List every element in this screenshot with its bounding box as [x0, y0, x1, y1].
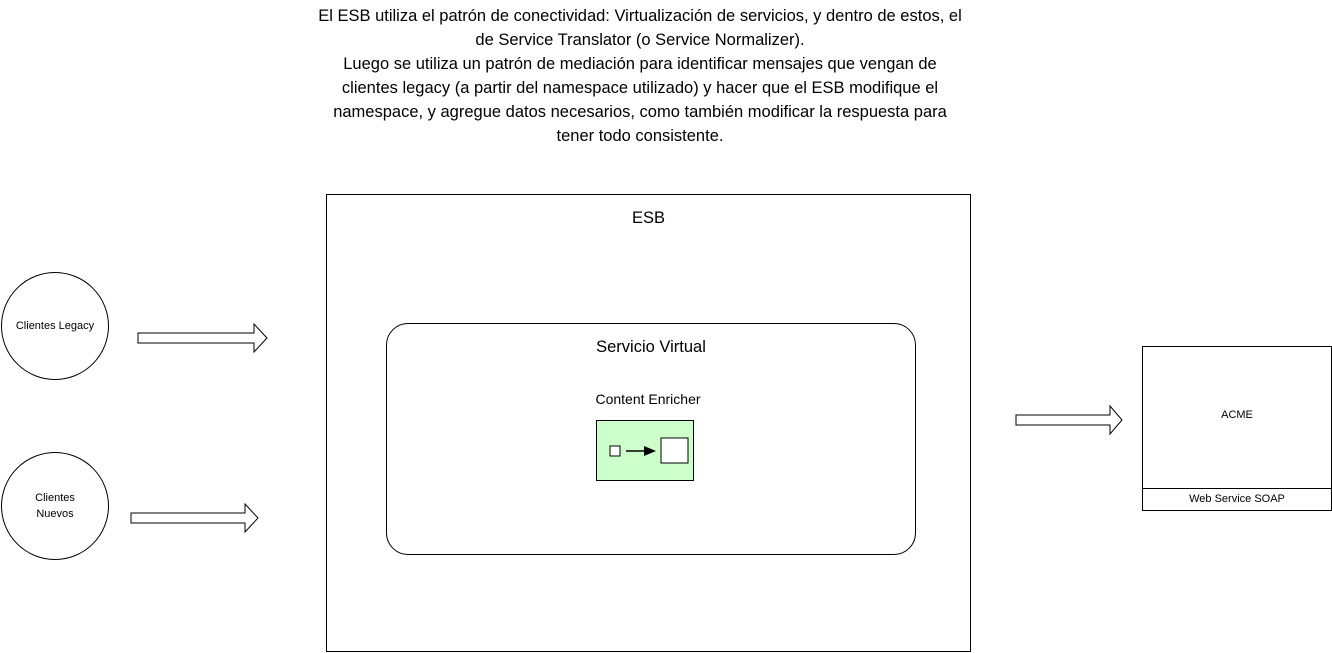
acme-title: ACME: [1221, 409, 1253, 421]
diagram-description: El ESB utiliza el patrón de conectividad…: [280, 4, 1000, 148]
description-line-5: namespace, y agregue datos necesarios, c…: [333, 103, 947, 121]
esb-to-acme-arrow-icon: [1015, 404, 1123, 436]
clientes-nuevos-label-line-2: Nuevos: [36, 508, 74, 520]
servicio-virtual-container[interactable]: Servicio Virtual: [386, 323, 916, 555]
clientes-legacy-node[interactable]: Clientes Legacy: [1, 272, 109, 380]
clientes-nuevos-label: Clientes Nuevos: [10, 490, 100, 522]
content-enricher-icon[interactable]: [596, 420, 694, 481]
clientes-nuevos-node[interactable]: Clientes Nuevos: [1, 452, 109, 560]
web-service-soap-label: Web Service SOAP: [1143, 488, 1331, 510]
description-line-6: tener todo consistente.: [556, 127, 724, 145]
description-line-4: clientes legacy (a partir del namespace …: [341, 79, 939, 97]
content-enricher-glyph-icon: [609, 437, 689, 464]
clientes-nuevos-label-line-1: Clientes: [35, 492, 75, 504]
servicio-virtual-title: Servicio Virtual: [596, 338, 706, 356]
content-enricher-label: Content Enricher: [595, 391, 701, 407]
clientes-legacy-label: Clientes Legacy: [15, 320, 95, 332]
nuevos-to-esb-arrow-icon: [130, 502, 259, 534]
description-line-3: Luego se utiliza un patrón de mediación …: [343, 55, 937, 73]
acme-system[interactable]: ACME Web Service SOAP: [1142, 346, 1332, 511]
esb-title: ESB: [631, 209, 666, 227]
description-line-2: de Service Translator (o Service Normali…: [475, 31, 805, 49]
description-line-1: El ESB utiliza el patrón de conectividad…: [318, 7, 962, 25]
legacy-to-esb-arrow-icon: [137, 322, 268, 354]
